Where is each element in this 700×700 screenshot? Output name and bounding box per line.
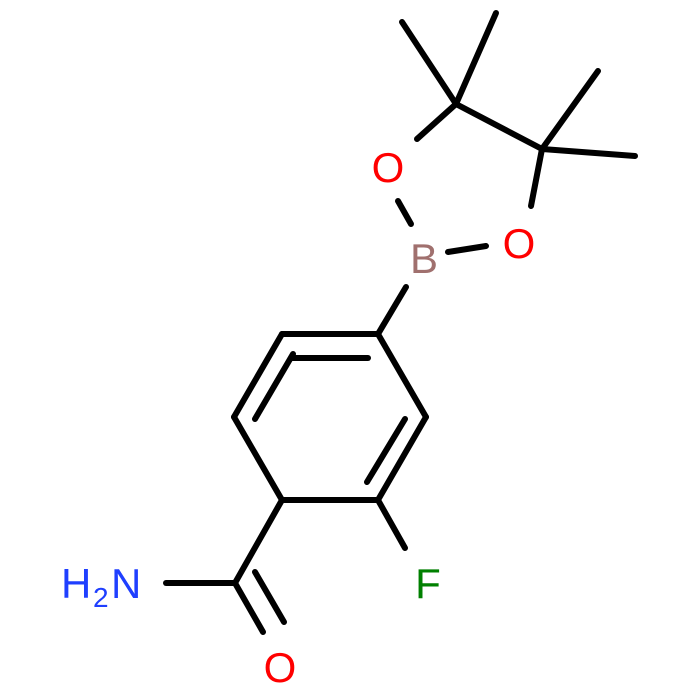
- amide-nitrogen-atom: N: [111, 560, 141, 607]
- bond-oxygen-right-carbon: [528, 146, 545, 209]
- bond-ring-fluorine: [375, 497, 408, 551]
- oxygen-atom-right: O: [503, 220, 536, 267]
- bond-ring-lower-right-double-inner: [364, 416, 408, 485]
- bond-ring-upper-left-double-inner: [252, 351, 296, 422]
- oxygen-atom-upper: O: [372, 144, 405, 191]
- bond-methyl-upper-left: [399, 19, 459, 107]
- bond-boron-oxygen-upper: [395, 198, 414, 227]
- bond-dioxaborolane-carbons: [453, 101, 545, 152]
- bond-carbonyl-double-left: [232, 580, 266, 635]
- bond-oxygen-upper-carbon: [414, 101, 459, 142]
- bond-ring-upper-left: [231, 331, 285, 420]
- bond-aryl-boron: [375, 284, 409, 337]
- bond-methyl-right-upper: [539, 68, 601, 152]
- bond-methyl-right-lower: [539, 146, 638, 159]
- carbonyl-oxygen-atom: O: [264, 644, 297, 691]
- fluorine-atom: F: [415, 560, 441, 607]
- bond-ring-carbonyl-carbon: [232, 497, 285, 586]
- bond-carbonyl-double-right: [252, 569, 287, 625]
- bond-ring-lower-right: [375, 414, 429, 503]
- amide-h-subscript: 2: [93, 582, 109, 613]
- bond-boron-oxygen-right: [445, 243, 489, 255]
- bond-methyl-upper-right: [453, 10, 499, 107]
- boron-atom: B: [410, 235, 438, 282]
- bond-ring-upper-right: [375, 331, 429, 420]
- amide-h-prefix: H: [61, 560, 91, 607]
- bond-ring-lower-left: [231, 414, 285, 503]
